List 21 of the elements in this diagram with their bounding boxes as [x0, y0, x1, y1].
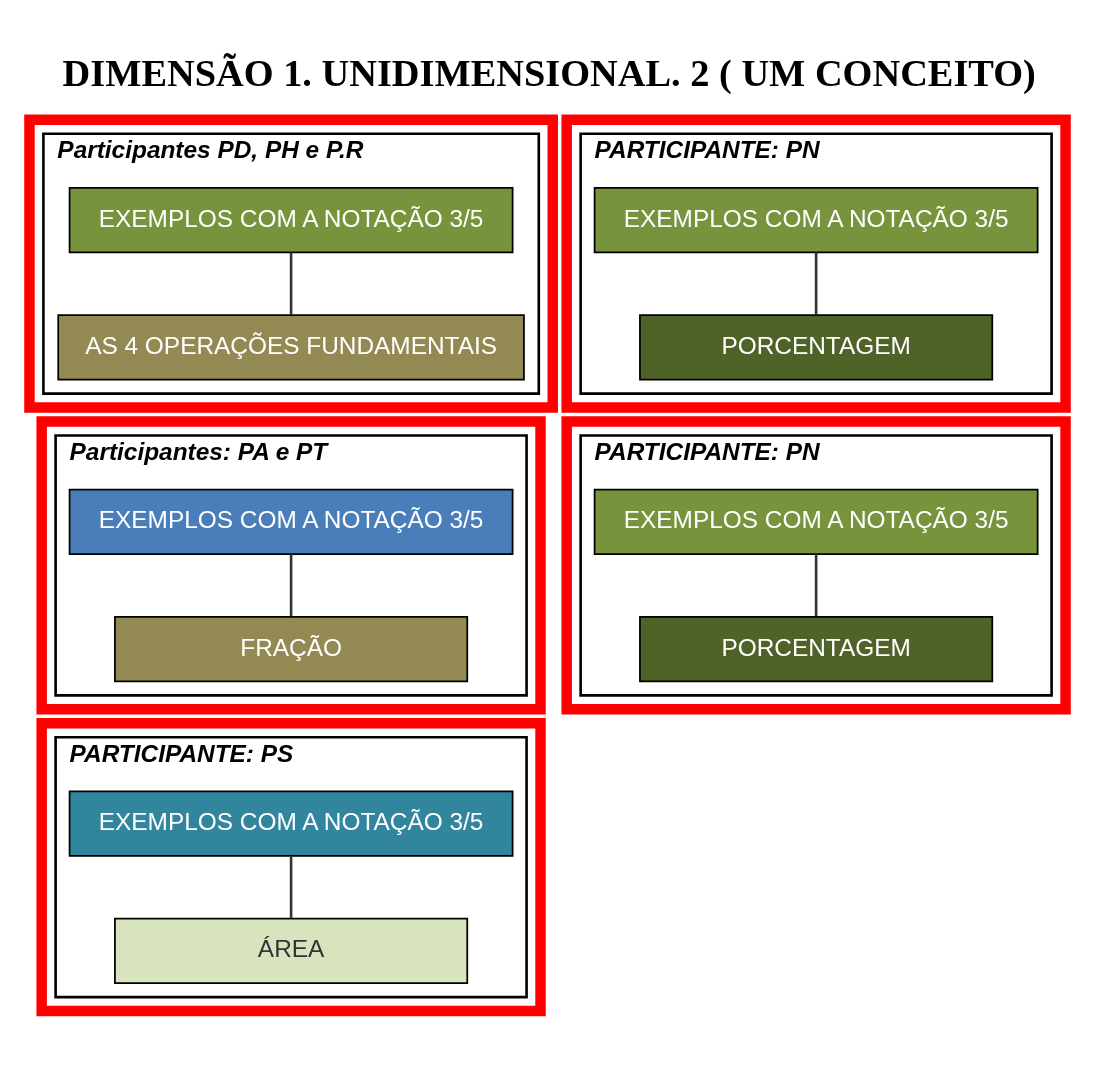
connector	[289, 855, 293, 918]
connector	[814, 553, 818, 616]
cluster	[561, 114, 1071, 413]
cluster	[36, 717, 546, 1016]
connector	[289, 553, 293, 616]
node-box: EXEMPLOS COM A NOTAÇÃO 3/5	[593, 488, 1039, 555]
node-box: EXEMPLOS COM A NOTAÇÃO 3/5	[68, 488, 514, 555]
cluster	[36, 415, 546, 715]
node-box: FRAÇÃO	[114, 615, 469, 682]
cluster	[24, 114, 558, 413]
node-box: PORCENTAGEM	[639, 615, 994, 682]
node-box: ÁREA	[114, 917, 469, 984]
node-box: EXEMPLOS COM A NOTAÇÃO 3/5	[593, 186, 1039, 253]
node-box: AS 4 OPERAÇÕES FUNDAMENTAIS	[57, 313, 525, 380]
connector	[814, 251, 818, 314]
cluster	[561, 415, 1071, 715]
node-box: EXEMPLOS COM A NOTAÇÃO 3/5	[68, 789, 514, 857]
node-box: PORCENTAGEM	[639, 313, 994, 380]
connector	[289, 251, 293, 314]
node-box: EXEMPLOS COM A NOTAÇÃO 3/5	[68, 186, 514, 253]
diagram-title: DIMENSÃO 1. UNIDIMENSIONAL. 2 ( UM CONCEITO)	[62, 51, 1036, 94]
